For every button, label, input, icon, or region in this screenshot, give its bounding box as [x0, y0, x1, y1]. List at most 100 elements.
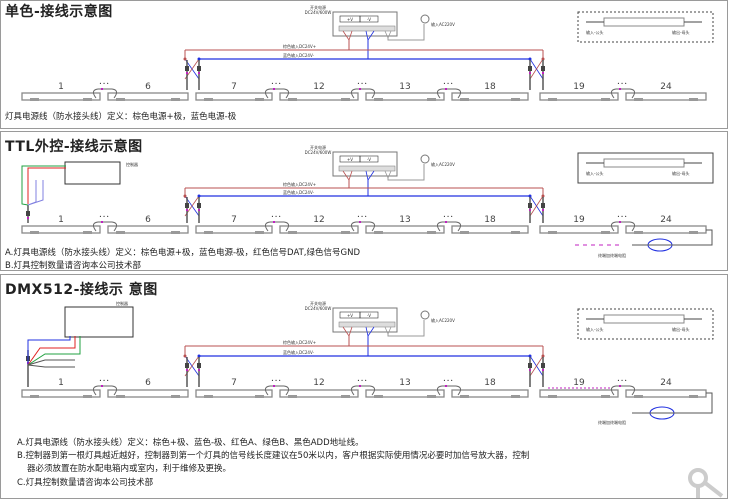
light-tube [451, 92, 529, 101]
fixture-number: 18 [484, 378, 496, 388]
fan-wire [367, 326, 375, 337]
light-tube [195, 225, 273, 234]
legend-right-label: 输出-母头 [672, 170, 689, 176]
panel-single-color: 单色-接线示意图 灯具电源线（防水接头线）定义：棕色电源+极，蓝色电源-极 [0, 0, 728, 129]
light-tube [107, 389, 189, 398]
light-tube [365, 225, 445, 234]
junction [197, 57, 201, 61]
panel-title: TTL外控-接线示意图 [5, 139, 143, 155]
light-tube [195, 389, 273, 398]
fan-wire [348, 326, 353, 337]
connector-joint [542, 72, 544, 74]
terminal-minus [359, 155, 379, 163]
connector-joint [101, 88, 103, 90]
fan-wire [342, 170, 350, 181]
legend-tube [603, 17, 685, 27]
ellipsis-dots: • • • [357, 378, 367, 383]
fixture-number: 13 [399, 378, 410, 388]
ttl-controller-box [64, 161, 121, 185]
tube-bracket [427, 98, 436, 101]
light-tube [195, 92, 273, 101]
ac-wire [387, 30, 392, 39]
tube-bracket [601, 395, 610, 398]
tube-bracket [116, 231, 125, 234]
negative-wire-label: 蓝色输入DC24V- [283, 349, 314, 355]
waterproof-connector [197, 363, 201, 368]
end-cable [632, 392, 713, 414]
fixture-number: 19 [573, 215, 585, 225]
fan-wire [365, 30, 369, 41]
ellipsis-dots: • • • [443, 214, 453, 219]
ac-input-label: 输入AC220V [431, 161, 455, 167]
tube-bracket [255, 231, 264, 234]
power-supply-spec: DC24V/600W [305, 10, 332, 15]
light-tube [279, 389, 359, 398]
connector-cable [92, 385, 118, 396]
connector-joint [198, 72, 200, 74]
connector-joint [101, 221, 103, 223]
tube-bracket [427, 231, 436, 234]
legend-right-label: 输出-母头 [672, 326, 689, 332]
fixture-number: 7 [231, 82, 237, 92]
waterproof-connector [185, 66, 189, 71]
fixture-number: 6 [145, 215, 151, 225]
connector-joint [273, 88, 275, 90]
connector-cable [610, 221, 636, 232]
ac-wire [384, 170, 389, 179]
cross-wire [529, 355, 544, 377]
power-supply-spec: DC24V/600W [305, 306, 332, 311]
v-plus-label: +V [347, 17, 353, 22]
legend-left-label: 输入-公头 [586, 170, 603, 176]
tube-bracket [548, 231, 557, 234]
cross-wire [529, 195, 544, 217]
controller-power-wires [27, 180, 44, 206]
waterproof-connector [528, 203, 532, 208]
ac-wire [387, 170, 392, 179]
dmx-wire [27, 336, 71, 365]
legend-box [577, 11, 714, 43]
connector-joint [529, 72, 531, 74]
fixture-number: 6 [145, 82, 151, 92]
fan-wire [342, 326, 350, 337]
signal-dat-wire [27, 167, 66, 204]
tube-bracket [374, 231, 383, 234]
tube-bracket [341, 231, 350, 234]
plug-icon [420, 154, 430, 164]
tube-bracket [689, 98, 698, 101]
tube-bracket [83, 98, 92, 101]
power-supply-label: 开关电源 [310, 144, 326, 150]
connector-joint [529, 209, 531, 211]
connector-cable [264, 88, 290, 99]
caption: A.灯具电源线（防水接头线）定义：棕色电源+极，蓝色电源-极，红色信号DAT,绿… [5, 248, 360, 258]
fixture-number: 12 [313, 82, 324, 92]
plug-icon [420, 310, 430, 320]
tube-bracket [601, 231, 610, 234]
v-plus-label: +V [347, 313, 353, 318]
legend-box [577, 308, 714, 340]
ellipsis-dots: • • • [617, 214, 627, 219]
tube-bracket [288, 395, 297, 398]
legend-right-label: 输出-母头 [672, 29, 689, 35]
junction [541, 194, 545, 198]
negative-wire-label: 蓝色输入DC24V- [283, 52, 314, 58]
caption: 器必须放置在防水配电箱内或室内，利于维修及更换。 [27, 464, 232, 474]
tube-bracket [83, 395, 92, 398]
panel-dmx512: DMX512-接线示 意图 A.灯具电源线（防水接头线）定义：棕色+极、蓝色-极… [0, 274, 728, 499]
light-tube [279, 92, 359, 101]
light-tube [451, 389, 529, 398]
fan-wire [348, 30, 353, 41]
tube-bracket [601, 98, 610, 101]
ellipsis-dots: • • • [443, 378, 453, 383]
connector-joint [186, 209, 188, 211]
panel-title: 单色-接线示意图 [5, 4, 113, 20]
fixture-number: 1 [58, 215, 64, 225]
ac-input-label: 输入AC220V [431, 21, 455, 27]
fan-wire [365, 170, 369, 181]
connector-joint [273, 385, 275, 387]
tube-bracket [204, 395, 213, 398]
legend-box [577, 152, 714, 184]
power-supply-label: 开关电源 [310, 4, 326, 10]
tube-bracket [634, 98, 643, 101]
light-tube [365, 389, 445, 398]
